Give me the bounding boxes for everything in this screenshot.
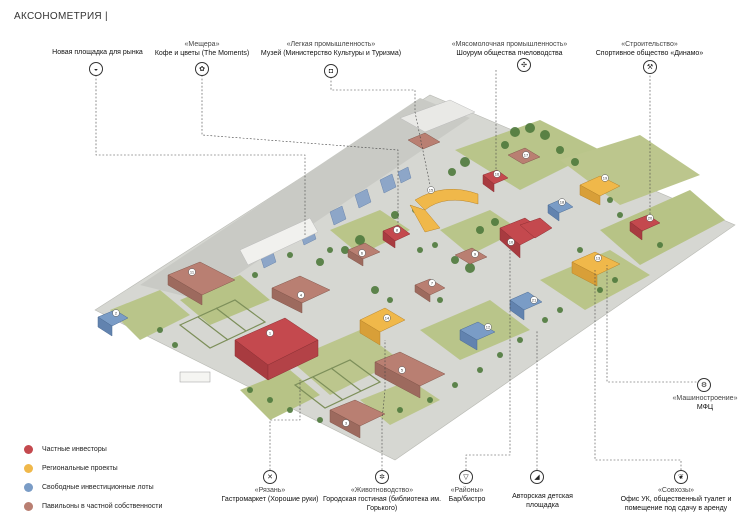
callout-name: Музей (Министерство Культуры и Туризма) xyxy=(260,50,402,57)
building-number: 2 xyxy=(115,310,118,315)
building-number: 12 xyxy=(486,324,491,329)
building-number: 21 xyxy=(532,297,537,302)
callout-category: «Легкая промышленность» xyxy=(286,41,376,48)
callout-name: Кофе и цветы (The Moments) xyxy=(154,50,250,57)
callout-category: «Совхозы» xyxy=(658,487,694,494)
building-number: 11 xyxy=(190,269,195,274)
honeycomb-icon: ✣ xyxy=(517,58,531,72)
callout-districts: «Районы» Бар/бистро xyxy=(436,486,498,504)
building-number: 10 xyxy=(509,239,514,244)
gear-icon: ⚙ xyxy=(697,378,711,392)
cutlery-icon: ✕ xyxy=(263,470,277,484)
callout-category: «Районы» xyxy=(450,487,484,494)
callout-name: Гастромаркет (Хорошие руки) xyxy=(221,496,319,503)
legend-item: Региональные проекты xyxy=(24,463,162,473)
legend-item: Свободные инвестиционные лоты xyxy=(24,482,162,492)
legend-item: Павильоны в частной собственности xyxy=(24,501,162,511)
grass-patch xyxy=(330,210,410,255)
warehouse xyxy=(399,99,476,133)
garden-grid xyxy=(178,299,382,409)
flower-icon: ✿ xyxy=(195,62,209,76)
warehouse xyxy=(239,217,319,266)
callout-name: Шоурум общества пчеловодства xyxy=(456,50,563,57)
callout-market: Новая площадка для рынка xyxy=(50,48,145,57)
callout-livestock: «Животноводство» Городская гостиная (биб… xyxy=(322,486,442,513)
page-title: АКСОНОМЕТРИЯ | xyxy=(14,11,108,22)
callout-name: Городская гостиная (библиотека им. Горьк… xyxy=(322,496,442,512)
building-number: 15 xyxy=(429,187,434,192)
legend-label: Частные инвесторы xyxy=(42,445,107,453)
building-number: 3 xyxy=(345,420,348,425)
legend-swatch xyxy=(24,463,33,473)
building-number: 16 xyxy=(495,171,500,176)
slide-icon: ◢ xyxy=(530,470,544,484)
building-number: 8 xyxy=(396,227,399,232)
building-number: 6 xyxy=(361,250,364,255)
legend-label: Региональные проекты xyxy=(42,464,118,472)
building-number: 5 xyxy=(401,367,404,372)
building-number: 20 xyxy=(648,215,653,220)
building-pavilion xyxy=(167,132,541,439)
callout-construction: «Строительство» Спортивное общество «Дин… xyxy=(592,40,707,58)
bag-icon: ◘ xyxy=(324,64,338,78)
building-number: 14 xyxy=(385,315,390,320)
callout-dairy: «Мясомолочная промышленность» Шоурум общ… xyxy=(447,40,572,58)
legend-swatch xyxy=(24,444,33,454)
building-number: 13 xyxy=(596,255,601,260)
building-number: 17 xyxy=(524,152,529,157)
callout-category: «Мясомолочная промышленность» xyxy=(451,41,568,48)
callout-machine: «Машиностроение» МФЦ xyxy=(660,394,750,412)
callout-name: МФЦ xyxy=(696,404,714,411)
leaf-icon: ❦ xyxy=(674,470,688,484)
grass-patch xyxy=(180,275,270,325)
glass-icon: ▽ xyxy=(459,470,473,484)
building-number: 19 xyxy=(603,175,608,180)
building-number: 7 xyxy=(431,280,434,285)
building-number: 9 xyxy=(474,251,477,256)
callout-sovkhozy: «Совхозы» Офис УК, общественный туалет и… xyxy=(606,486,746,513)
legend-label: Свободные инвестиционные лоты xyxy=(42,483,154,491)
building-number: 18 xyxy=(560,199,565,204)
callout-category: «Животноводство» xyxy=(350,487,414,494)
trees xyxy=(157,123,663,423)
legend-item: Частные инвесторы xyxy=(24,444,162,454)
legend-swatch xyxy=(24,501,33,511)
callout-cafe: «Мещера» Кофе и цветы (The Moments) xyxy=(147,40,257,58)
building-number: 4 xyxy=(300,292,303,297)
callout-name: Спортивное общество «Динамо» xyxy=(595,50,704,57)
leader-lines xyxy=(95,70,700,470)
legend-label: Павильоны в частной собственности xyxy=(42,502,163,510)
callout-ryazan: «Рязань» Гастромаркет (Хорошие руки) xyxy=(210,486,330,504)
callout-category: «Строительство» xyxy=(621,41,678,48)
callout-name: Офис УК, общественный туалет и помещение… xyxy=(620,496,732,512)
callout-category: «Машиностроение» xyxy=(672,395,738,402)
callout-museum: «Легкая промышленность» Музей (Министерс… xyxy=(255,40,407,58)
callout-name: Бар/бистро xyxy=(448,496,486,503)
legend: Частные инвесторы Региональные проекты С… xyxy=(24,444,162,520)
building-number: 1 xyxy=(269,330,272,335)
cup-icon: ◒ xyxy=(89,62,103,76)
tool-icon: ⚒ xyxy=(643,60,657,74)
callout-playground: Авторская детская площадка xyxy=(495,492,590,510)
callout-category: «Рязань» xyxy=(254,487,286,494)
building-free xyxy=(97,198,574,351)
callout-name: Новая площадка для рынка xyxy=(52,49,143,56)
grass-patch xyxy=(600,190,725,265)
callout-name: Авторская детская площадка xyxy=(512,493,573,509)
entrance-arch xyxy=(179,371,211,383)
legend-swatch xyxy=(24,482,33,492)
grass-patch xyxy=(560,135,700,205)
grass-patch xyxy=(110,290,190,340)
callout-category: «Мещера» xyxy=(184,41,220,48)
book-icon: ✲ xyxy=(375,470,389,484)
